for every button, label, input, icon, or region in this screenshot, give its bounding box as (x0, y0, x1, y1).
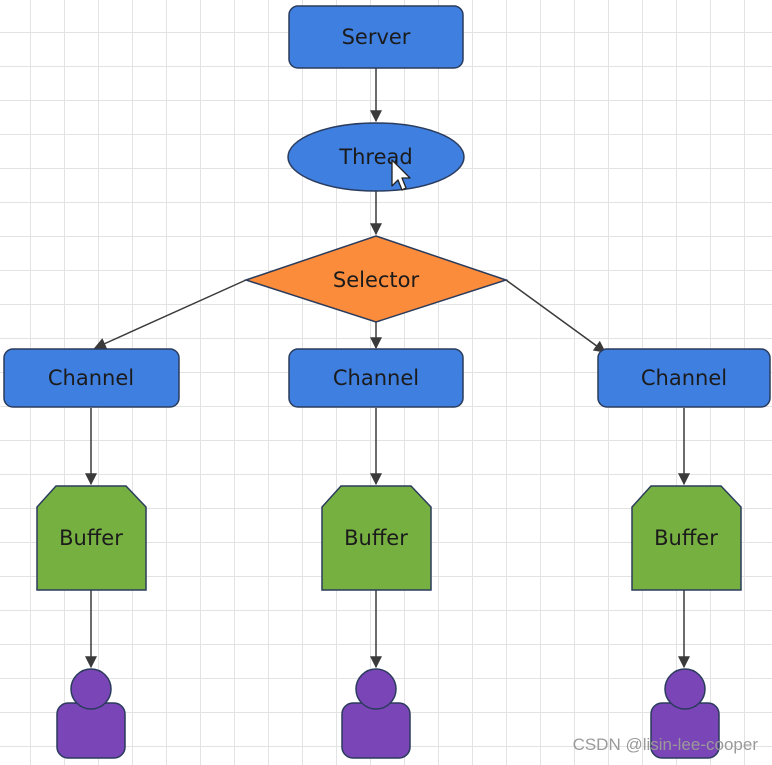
edges (85, 68, 690, 669)
buffer-label: Buffer (654, 526, 718, 550)
user-icon[interactable] (56, 668, 126, 759)
watermark: CSDN @lisin-lee-cooper (572, 735, 758, 754)
pointer-cursor-icon (391, 159, 411, 191)
buffer-label: Buffer (344, 526, 408, 550)
thread-label: Thread (338, 145, 412, 169)
selector-node[interactable]: Selector (243, 235, 509, 323)
thread-node[interactable]: Thread (287, 122, 465, 192)
selector-label: Selector (333, 268, 420, 292)
user-icon[interactable] (341, 668, 411, 759)
edge-selector-channel-1 (93, 279, 247, 350)
server-node[interactable]: Server (288, 5, 464, 69)
buffer-label: Buffer (59, 526, 123, 550)
buffer-node[interactable]: Buffer (631, 485, 742, 591)
channel-node[interactable]: Channel (3, 348, 180, 408)
channel-label: Channel (641, 366, 727, 390)
channel-node[interactable]: Channel (597, 348, 771, 408)
edge-selector-channel-3 (505, 279, 606, 353)
server-label: Server (342, 25, 411, 49)
channel-node[interactable]: Channel (288, 348, 464, 408)
user-icon[interactable] (650, 668, 720, 759)
buffer-node[interactable]: Buffer (321, 485, 432, 591)
channel-label: Channel (48, 366, 134, 390)
buffer-node[interactable]: Buffer (36, 485, 147, 591)
channel-label: Channel (333, 366, 419, 390)
